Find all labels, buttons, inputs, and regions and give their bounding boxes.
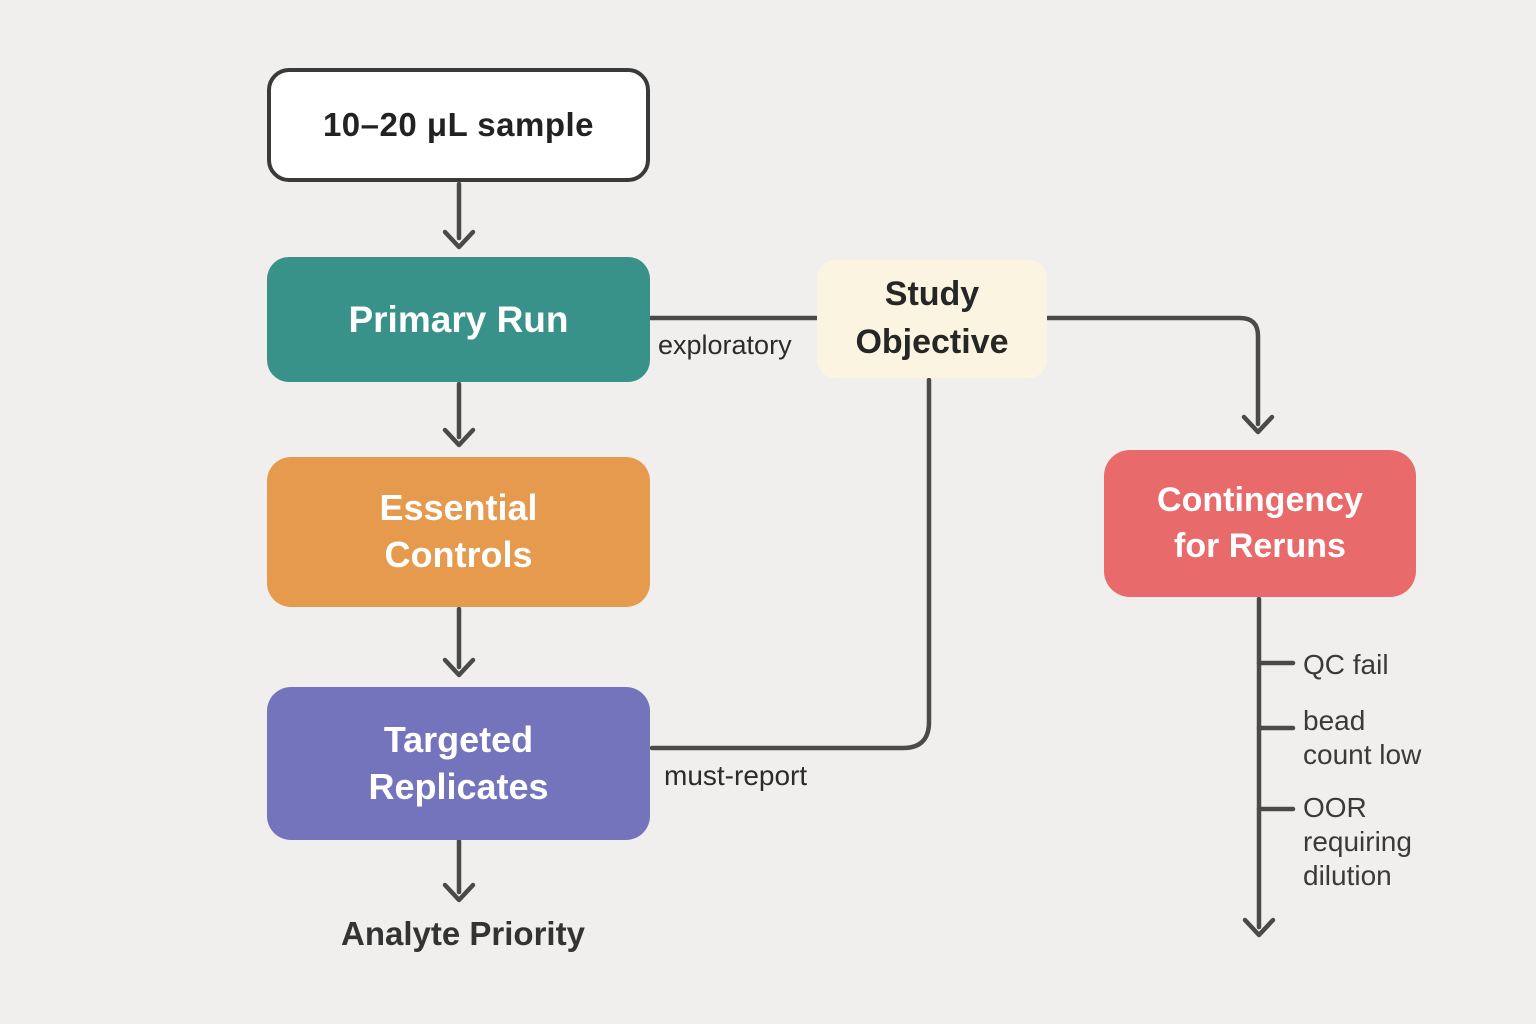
- arrowhead-study-contingency: [1241, 414, 1275, 435]
- rerun-reason-oor-line3: dilution: [1303, 860, 1392, 892]
- arrowhead-contingency-down: [1242, 917, 1276, 938]
- arrowhead-essential-targeted: [442, 657, 476, 678]
- node-sample-volume: 10–20 μL sample: [267, 68, 650, 182]
- edge-label-exploratory: exploratory: [658, 330, 792, 360]
- rerun-reason-bead-line1: bead: [1303, 705, 1366, 736]
- rerun-reason-qc-fail-line1: QC fail: [1303, 649, 1389, 680]
- node-contingency-reruns-label: Contingency for Reruns: [1157, 478, 1363, 570]
- node-contingency-line2: for Reruns: [1174, 526, 1346, 565]
- node-study-line1: Study: [884, 275, 980, 314]
- connector-group: [442, 181, 1296, 938]
- edge-targeted-study: [649, 377, 932, 751]
- arrowhead-sample-primary: [442, 229, 476, 250]
- rerun-reason-bead-line2: count low: [1303, 739, 1422, 771]
- edge-study-contingency: [1045, 315, 1261, 427]
- arrowhead-targeted-analyte: [442, 882, 476, 903]
- arrowhead-primary-essential: [442, 427, 476, 448]
- node-contingency-line1: Contingency: [1157, 480, 1363, 519]
- node-sample-volume-label: 10–20 μL sample: [322, 106, 595, 143]
- node-targeted-line1: Targeted: [383, 718, 534, 760]
- node-contingency-reruns: Contingency for Reruns: [1104, 450, 1416, 597]
- rerun-reason-oor-line1: OOR: [1303, 792, 1367, 823]
- node-primary-run: Primary Run: [267, 257, 650, 382]
- node-primary-run-label: Primary Run: [348, 298, 569, 340]
- rerun-reason-oor-line2: requiring: [1303, 826, 1412, 858]
- edge-label-must-report: must-report: [664, 760, 808, 791]
- rerun-reason-qc-fail: QC fail: [1303, 648, 1389, 682]
- node-study-line2: Objective: [855, 323, 1009, 361]
- node-essential-line1: Essential: [379, 487, 538, 529]
- terminal-label-analyte-priority: Analyte Priority: [341, 915, 585, 952]
- node-targeted-line2: Replicates: [368, 765, 549, 807]
- node-essential-line2: Controls: [384, 534, 533, 575]
